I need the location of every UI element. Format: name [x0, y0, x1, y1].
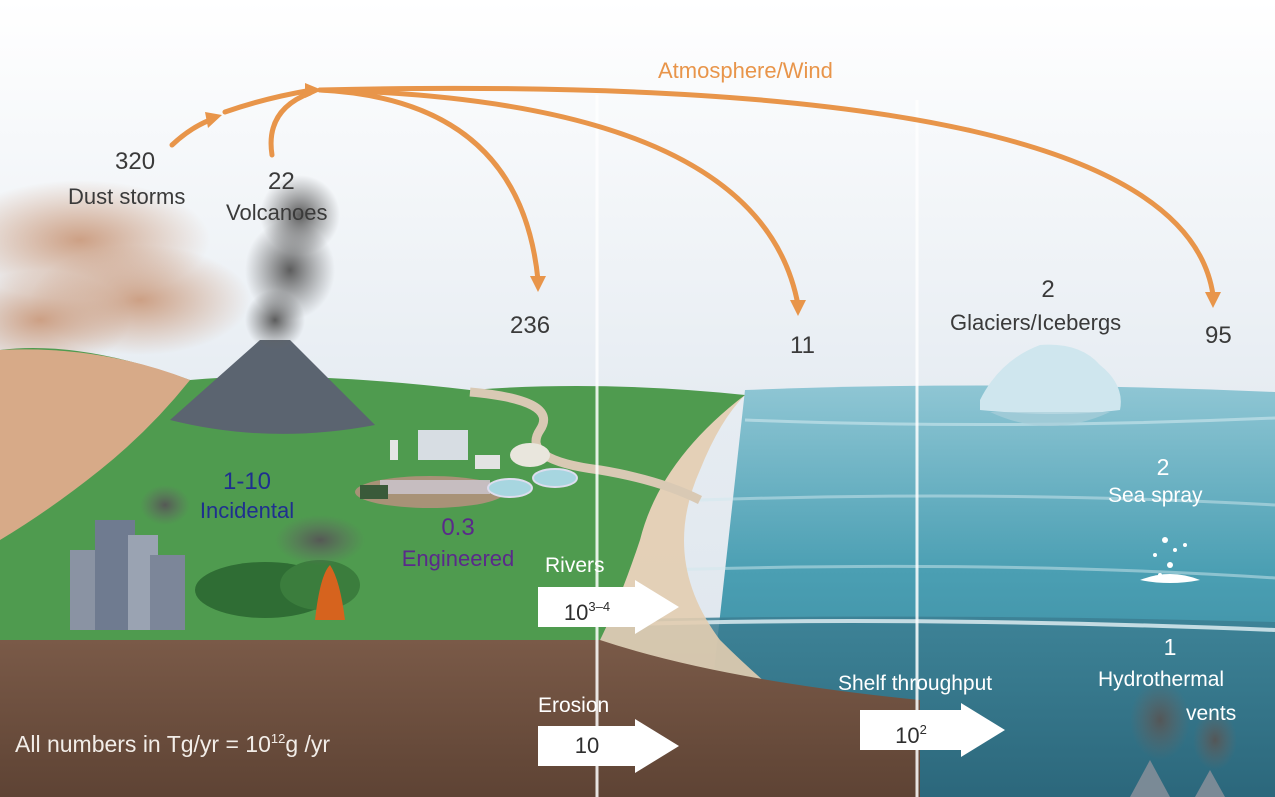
- dust-storms-value: 320: [115, 148, 156, 175]
- iceberg-icon: [980, 344, 1121, 426]
- hydrothermal-vent-icon: [1130, 680, 1237, 797]
- hydrothermal-value: 1: [1163, 634, 1177, 660]
- glaciers-value: 2: [1041, 276, 1055, 303]
- glaciers-label: Glaciers/Icebergs: [950, 310, 1122, 335]
- erosion-label: Erosion: [538, 694, 610, 717]
- deposit-shelf-value: 11: [790, 332, 815, 359]
- rivers-base: 10: [563, 600, 589, 625]
- volcanoes-value: 22: [268, 168, 295, 195]
- units-suffix: g /yr: [285, 731, 331, 757]
- deposit-land-value: 236: [510, 312, 551, 339]
- hydrothermal-label: Hydrothermal: [1098, 668, 1225, 691]
- shelf-throughput-label: Shelf throughput: [838, 672, 993, 695]
- sea-spray-value: 2: [1156, 454, 1170, 480]
- deposit-ocean-value: 95: [1205, 322, 1232, 349]
- units-prefix: All numbers in Tg/yr = 10: [15, 731, 271, 757]
- hydrothermal-label-2: vents: [1186, 702, 1237, 725]
- volcanoes-label: Volcanoes: [226, 200, 328, 225]
- rivers-exp: 3–4: [588, 599, 611, 614]
- erosion-value: 10: [538, 726, 636, 766]
- engineered-value: 0.3: [441, 514, 475, 541]
- forest-fire-icon: [195, 515, 365, 620]
- volcano-icon: [170, 175, 375, 434]
- rivers-label: Rivers: [545, 554, 605, 577]
- atmosphere-wind-label: Atmosphere/Wind: [658, 58, 833, 83]
- desert: [0, 349, 190, 540]
- city-icon: [70, 485, 190, 630]
- units-exp: 12: [270, 731, 286, 746]
- engineered-label: Engineered: [401, 546, 515, 571]
- dust-cloud: [0, 180, 250, 370]
- sea-spray-icon: [1140, 537, 1200, 583]
- shelf-base: 10: [895, 723, 920, 748]
- soil: [0, 640, 920, 797]
- arrowheads: [205, 83, 1221, 316]
- landfill-plant-icon: [355, 430, 578, 508]
- atmosphere-arrows: [169, 85, 1216, 308]
- dust-storms-label: Dust storms: [68, 184, 186, 209]
- shelf-exp: 2: [919, 722, 927, 737]
- units-note: All numbers in Tg/yr = 1012g /yr: [15, 731, 330, 758]
- incidental-value: 1-10: [222, 468, 272, 495]
- sea-spray-label: Sea spray: [1108, 484, 1203, 507]
- incidental-label: Incidental: [199, 498, 295, 523]
